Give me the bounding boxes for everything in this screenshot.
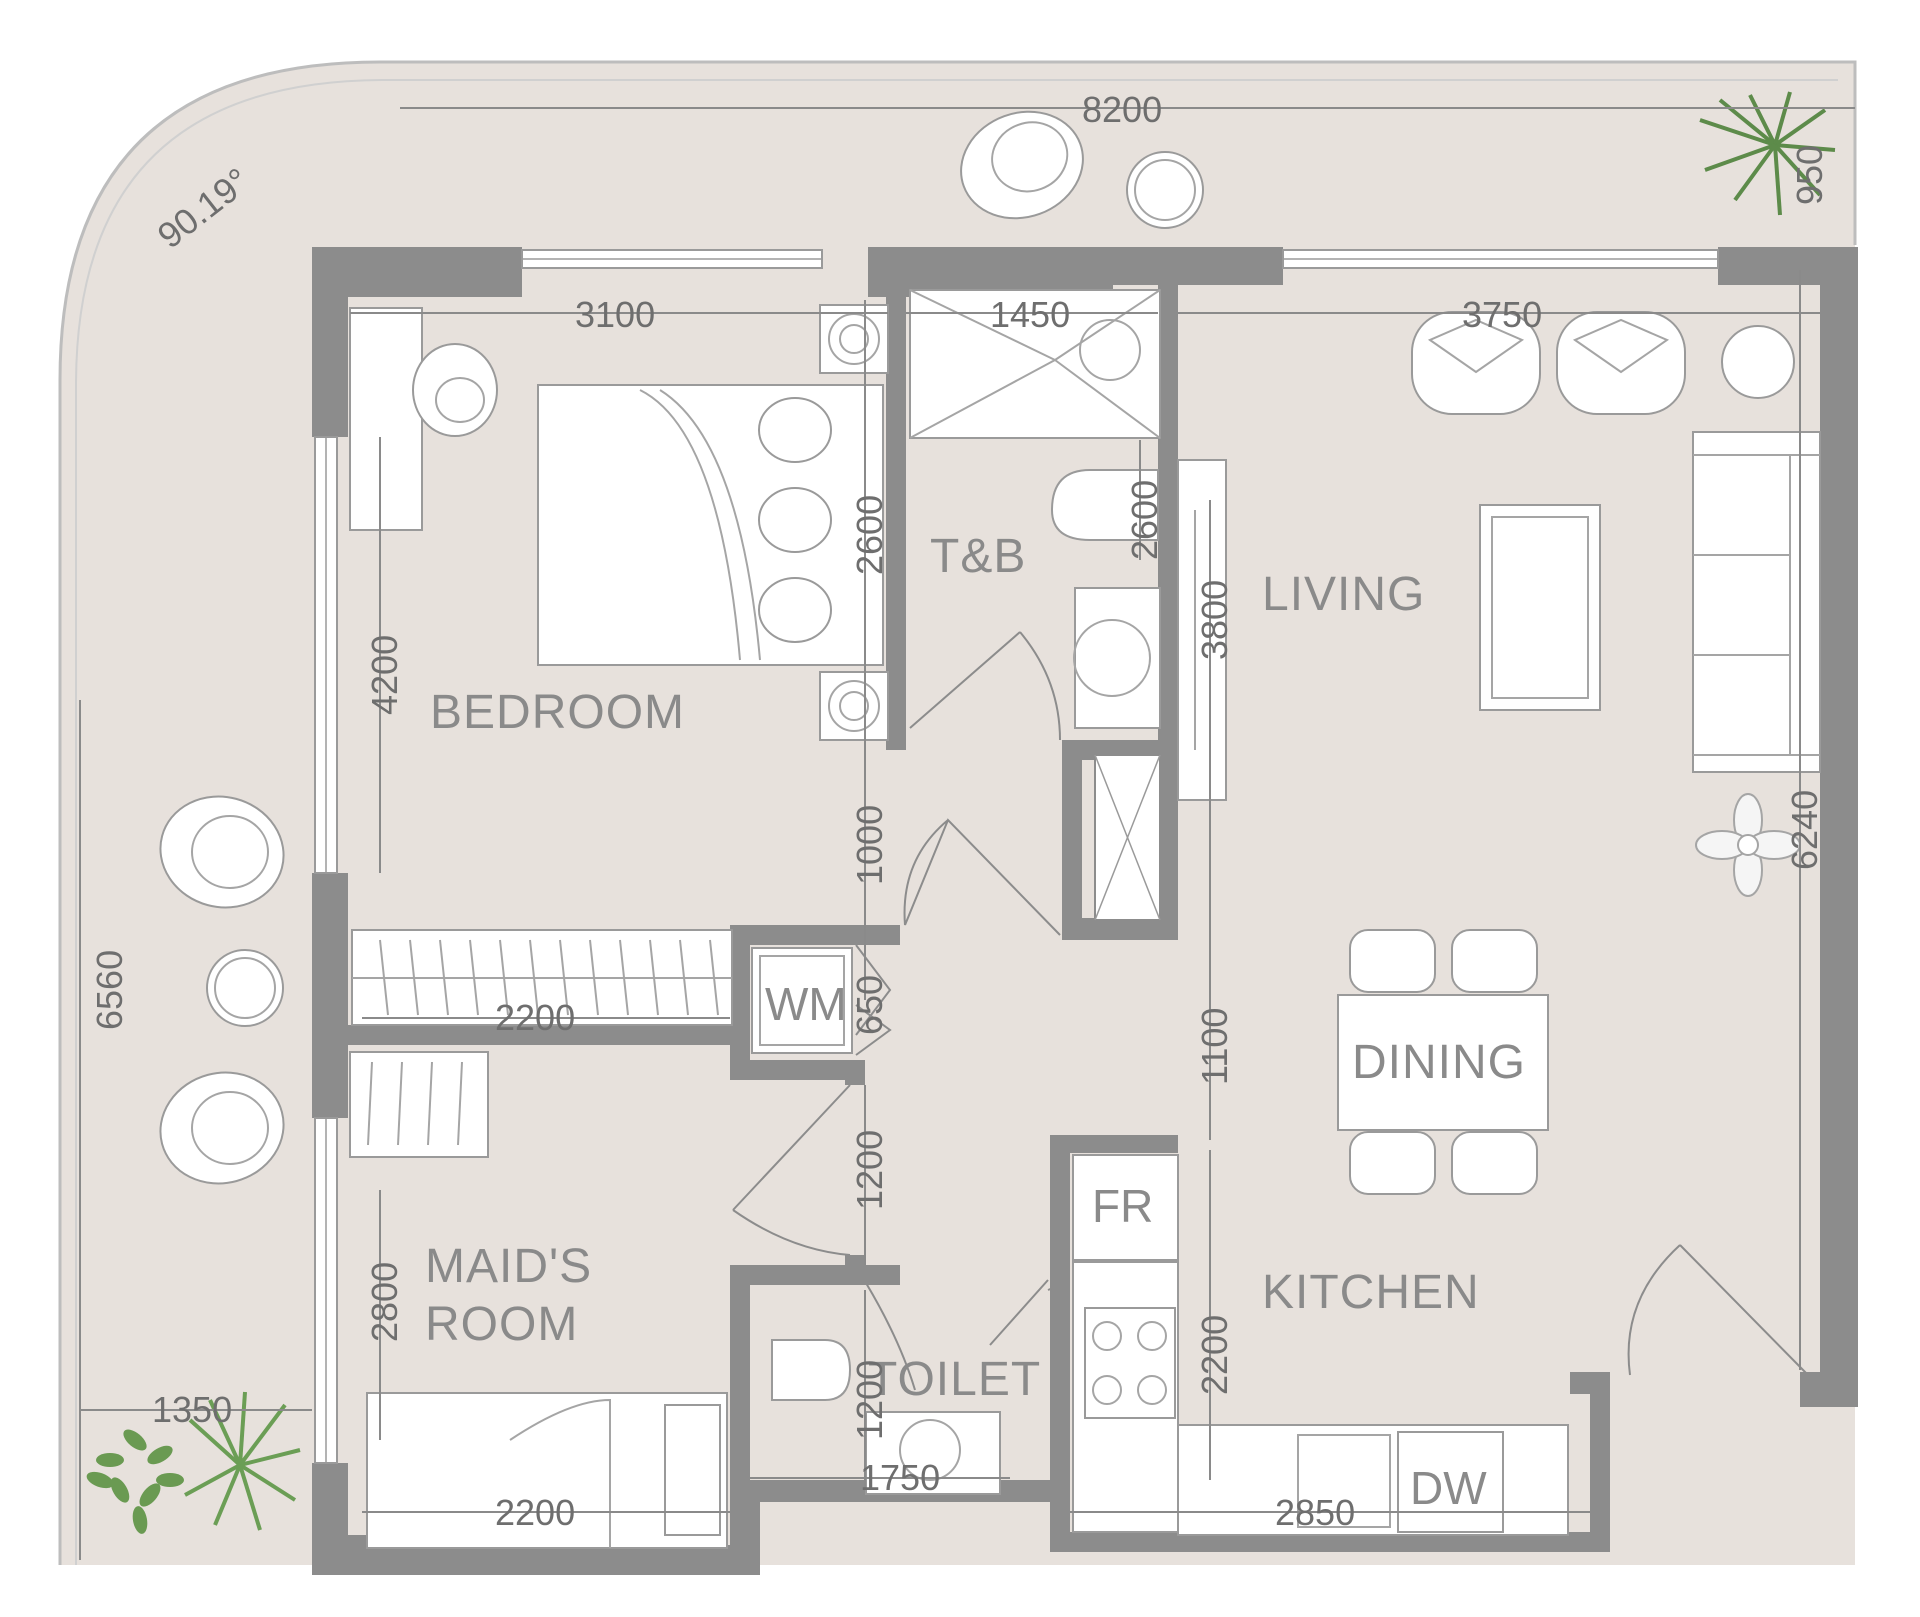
terrace-outline [58, 60, 1857, 1565]
room-label-maids-line1: MAID'S [425, 1240, 592, 1293]
room-label-dining: DINING [1352, 1036, 1526, 1089]
bedroom-bed [537, 384, 884, 666]
entry-door[interactable] [1627, 1244, 1809, 1376]
room-label-kitchen: KITCHEN [1262, 1266, 1480, 1319]
dim-living-wall: 3800 [1194, 580, 1235, 660]
dim-bedroom-bed-wall: 2600 [849, 495, 890, 575]
washing-machine [751, 947, 853, 1054]
bedroom-desk [349, 307, 423, 531]
terrace-armchair-top [960, 110, 1084, 220]
maids-door[interactable] [732, 1084, 851, 1256]
dim-bedroom-height: 4200 [364, 635, 405, 715]
kitchen-fridge [1072, 1154, 1179, 1261]
dim-bedroom-passage: 1000 [849, 805, 890, 885]
maids-bed [366, 1392, 728, 1549]
dim-wm-depth: 650 [849, 975, 890, 1035]
bedroom-desk-chair [412, 343, 498, 437]
fixture-label-dw: DW [1410, 1462, 1487, 1514]
living-tv-unit [1177, 459, 1227, 801]
room-label-bedroom: BEDROOM [430, 686, 685, 739]
dim-kitchen-height: 2200 [1194, 1315, 1235, 1395]
plant-bottom-left-bush [86, 1429, 184, 1534]
dim-living-height: 6240 [1784, 790, 1825, 870]
dim-dining-passage: 1100 [1194, 1008, 1235, 1085]
bedroom-nightstand-bottom [819, 671, 889, 741]
living-armchair-2 [1556, 311, 1686, 415]
duct-shaft [1094, 754, 1161, 921]
kitchen-counter-bottom [1177, 1424, 1569, 1536]
terrace-side-table-left [206, 949, 284, 1027]
room-label-toilet: TOILET [868, 1353, 1041, 1406]
kitchen-dishwasher [1397, 1431, 1504, 1533]
fixture-label-wm: WM [765, 978, 847, 1030]
toilet-sink [865, 1411, 1001, 1495]
terrace-side-table-top [1126, 151, 1204, 229]
dining-chair-bottom-1 [1349, 1131, 1436, 1195]
living-coffee-table [1479, 504, 1601, 711]
dim-living-width: 3750 [1462, 294, 1542, 335]
dim-tb-height: 2600 [1124, 480, 1165, 560]
dim-toilet-height: 1200 [849, 1360, 890, 1440]
living-sofa [1692, 431, 1821, 773]
bedroom-wardrobe [351, 929, 733, 1026]
maids-wardrobe-hangers [367, 1061, 463, 1146]
dim-maids-width: 2200 [495, 1492, 575, 1533]
kitchen-door[interactable] [989, 1279, 1061, 1346]
dim-tb-width: 1450 [990, 294, 1070, 335]
kitchen-cooktop [1084, 1307, 1176, 1419]
dim-kitchen-width: 2850 [1275, 1492, 1355, 1533]
dim-maids-height: 2800 [364, 1262, 405, 1342]
room-label-living: LIVING [1262, 568, 1425, 621]
dim-terrace-bottom: 1350 [152, 1389, 232, 1430]
fixture-label-fr: FR [1092, 1180, 1153, 1232]
dim-toilet-width: 1750 [860, 1457, 940, 1498]
terrace-inner-edge [75, 79, 1838, 1565]
wm-door[interactable] [855, 944, 892, 1056]
dim-bedroom-width: 3100 [575, 294, 655, 335]
kitchen-sink [1297, 1434, 1391, 1528]
room-label-tb: T&B [930, 530, 1026, 583]
terrace-armchair-left-1 [159, 795, 285, 909]
dim-wardrobe: 2200 [495, 997, 575, 1038]
toilet-wc [771, 1339, 852, 1401]
toilet-door[interactable] [865, 1282, 916, 1391]
living-side-table [1721, 325, 1795, 399]
living-plant [1695, 793, 1801, 897]
room-label-maids-line2: ROOM [425, 1298, 578, 1351]
living-armchair-1 [1411, 311, 1541, 415]
tb-door[interactable] [909, 631, 1061, 741]
bedroom-nightstand-top [819, 304, 889, 374]
interior-walls [330, 270, 1178, 1550]
dimension-lines [79, 107, 1855, 1560]
dim-terrace-left: 6560 [89, 950, 130, 1030]
tb-shower [909, 289, 1161, 439]
dining-chair-top-1 [1349, 929, 1436, 993]
dim-terrace-top: 8200 [1082, 89, 1162, 130]
tb-toilet [1050, 469, 1159, 541]
tb-sink [1073, 587, 1161, 729]
dim-maids-door: 1200 [849, 1130, 890, 1210]
terrace-armchair-left-2 [159, 1071, 285, 1185]
dim-terrace-right: 950 [1789, 145, 1830, 205]
top-windows [314, 249, 1719, 1464]
dining-chair-bottom-2 [1451, 1131, 1538, 1195]
dining-chair-top-2 [1451, 929, 1538, 993]
bedroom-door[interactable] [903, 818, 1061, 936]
maids-wardrobe [349, 1051, 489, 1158]
bedroom-wardrobe-hangers [379, 939, 719, 1016]
dining-table [1337, 994, 1549, 1131]
